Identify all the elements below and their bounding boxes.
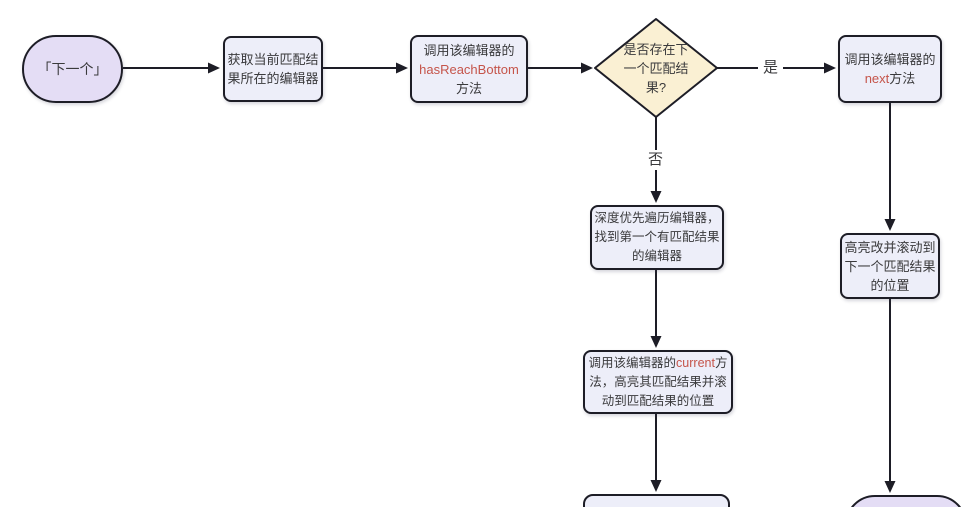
node-call-next-keyword: next — [864, 71, 890, 86]
node-call-current-suffix: 方法，高亮其匹配结果并滚动到匹配结果的位置 — [589, 355, 728, 408]
node-start-label: 「下一个」 — [37, 60, 108, 77]
edge-label-yes: 是 — [758, 58, 784, 78]
node-has-reach-bottom: 调用该编辑器的 hasReachBottom 方法 — [410, 35, 528, 103]
node-call-next: 调用该编辑器的 next方法 — [838, 35, 942, 103]
node-call-current: 调用该编辑器的current方法，高亮其匹配结果并滚动到匹配结果的位置 — [583, 350, 733, 414]
node-has-reach-bottom-keyword: hasReachBottom — [419, 61, 519, 77]
node-highlight-next-label: 高亮改并滚动到下一个匹配结果的位置 — [844, 239, 936, 293]
node-highlight-next: 高亮改并滚动到下一个匹配结果的位置 — [840, 233, 940, 299]
edge-label-no: 否 — [643, 150, 669, 170]
node-has-reach-bottom-suffix: 方法 — [455, 80, 482, 96]
node-get-editor-label: 获取当前匹配结果所在的编辑器 — [227, 52, 319, 86]
node-dfs-find-label: 深度优先遍历编辑器，找到第一个有匹配结果的编辑器 — [594, 211, 720, 263]
decision-diamond — [594, 18, 718, 118]
node-call-next-suffix: 方法 — [889, 71, 916, 86]
node-start: 「下一个」 — [22, 35, 123, 103]
node-end-stadium — [845, 495, 967, 507]
node-has-reach-bottom-prefix: 调用该编辑器的 — [423, 42, 515, 58]
node-call-next-prefix: 调用该编辑器的 — [844, 52, 936, 67]
node-get-editor: 获取当前匹配结果所在的编辑器 — [223, 36, 323, 102]
node-dfs-find: 深度优先遍历编辑器，找到第一个有匹配结果的编辑器 — [590, 205, 724, 270]
node-call-current-keyword: current — [676, 355, 715, 370]
node-bottom-partial-rect — [583, 494, 730, 507]
node-decision-label: 是否存在下一个匹配结果? — [623, 42, 689, 95]
node-call-current-prefix: 调用该编辑器的 — [588, 355, 677, 370]
